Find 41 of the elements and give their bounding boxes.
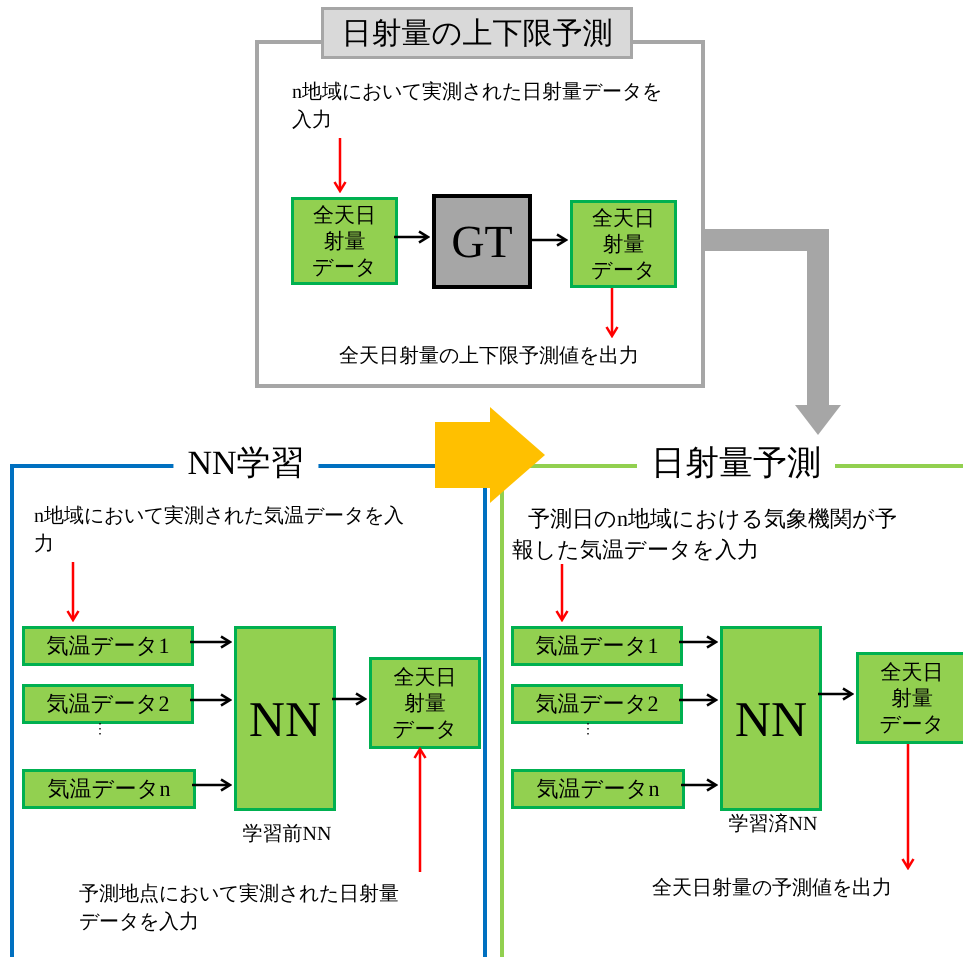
data-box: 気温データn	[22, 769, 196, 809]
data-box: 気温データn	[511, 769, 685, 809]
arrow	[818, 687, 854, 701]
arrow	[190, 635, 232, 649]
arrow	[332, 692, 366, 706]
data-box: 全天日射量データ	[291, 197, 398, 285]
vertical-ellipsis: ⋮	[581, 722, 595, 738]
arrow	[679, 693, 718, 707]
arrow	[394, 230, 430, 244]
arrow	[190, 693, 232, 707]
input-note: 全天日射量の予測値を出力	[652, 874, 962, 904]
data-box: 全天日射量データ	[570, 200, 677, 288]
block-arrow	[705, 229, 841, 435]
arrow	[413, 748, 427, 872]
block-arrow	[435, 407, 545, 503]
arrow	[192, 778, 232, 792]
input-note: n地域において実測された日射量データを入力	[292, 78, 664, 138]
input-note: 予測日のn地域における気象機関が予報した気温データを入力	[512, 504, 914, 564]
arrow	[555, 564, 569, 622]
data-box: 気温データ2	[511, 684, 683, 724]
vertical-ellipsis: ⋮	[93, 722, 107, 738]
nn-box: NN	[234, 626, 336, 811]
gt-box: GT	[432, 194, 532, 289]
panel-heading: 日射量の上下限予測	[321, 7, 633, 59]
data-box: 気温データ1	[22, 626, 194, 666]
data-box: 全天日射量データ	[369, 657, 481, 749]
nn-box: NN	[720, 626, 822, 811]
data-box: 全天日射量データ	[856, 652, 963, 744]
data-box: 気温データ1	[511, 626, 683, 666]
input-note: 全天日射量の上下限予測値を出力	[339, 342, 704, 372]
arrow	[679, 635, 718, 649]
arrow	[681, 778, 718, 792]
box-caption: 学習前NN	[242, 822, 332, 847]
arrow	[333, 138, 347, 192]
input-note: n地域において実測された気温データを入力	[34, 502, 408, 562]
input-note: 予測地点において実測された日射量データを入力	[79, 880, 403, 940]
arrow	[901, 744, 915, 870]
box-caption: 学習済NN	[728, 812, 818, 837]
arrow	[605, 288, 619, 338]
data-box: 気温データ2	[22, 684, 194, 724]
arrow	[66, 562, 80, 622]
